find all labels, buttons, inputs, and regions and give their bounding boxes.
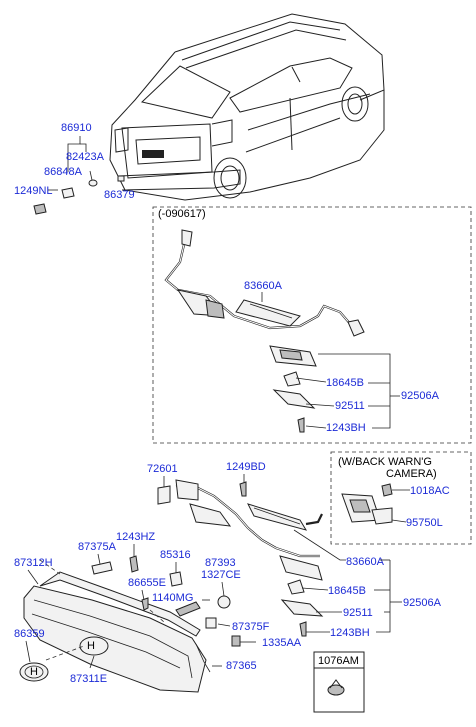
part-label-1140MG: 1140MG (152, 592, 193, 604)
part-label-92506A-bot: 92506A (403, 597, 442, 609)
part-label-1335AA: 1335AA (262, 637, 302, 649)
part-box-code: 1076AM (318, 655, 359, 667)
svg-text:H: H (87, 640, 95, 652)
connector-lower (175, 479, 199, 501)
part-label-92511-bot: 92511 (343, 607, 373, 619)
part-label-1018AC: 1018AC (410, 485, 450, 497)
part-label-18645B-bot: 18645B (328, 585, 366, 597)
grommet-82423A (88, 179, 98, 187)
clip-87375F (205, 617, 217, 629)
lens-92511-bot (280, 599, 324, 617)
variant-frame-top (152, 206, 472, 444)
bolt-1249NL (33, 203, 47, 215)
wiring-harness-top: 83660A (164, 229, 365, 433)
clip-85316 (169, 571, 183, 587)
screw-1018AC (381, 483, 393, 497)
part-label-95750L: 95750L (406, 517, 443, 529)
lamp-housing-right-bot (279, 555, 323, 581)
part-label-86359: 86359 (14, 628, 45, 640)
part-label-1249NL: 1249NL (14, 185, 53, 197)
part-label-18645B-top: 18645B (326, 377, 364, 389)
part-label-87375F: 87375F (232, 621, 270, 633)
lens-92511-top (272, 389, 316, 409)
camera-option-frame (330, 451, 472, 545)
part-label-83660A-top: 83660A (244, 280, 283, 292)
bulb-18645B-bot (287, 579, 305, 595)
part-label-1243BH-top: 1243BH (326, 422, 366, 434)
plug-1076AM (327, 684, 345, 696)
part-label-87365: 87365 (226, 660, 257, 672)
part-label-86379: 86379 (104, 189, 135, 201)
part-label-1327CE: 1327CE (201, 569, 241, 581)
part-label-87393: 87393 (205, 557, 236, 569)
svg-text:H: H (30, 666, 38, 678)
part-label-1243HZ: 1243HZ (116, 531, 155, 543)
connector-end-top (347, 319, 365, 337)
clip-86848A (61, 187, 75, 199)
bolt-1249BD (239, 481, 247, 497)
connector-top (181, 229, 193, 247)
bulb-18645B-top (283, 371, 301, 387)
part-box-1076AM: 1076AM (313, 651, 365, 713)
vehicle-illustration (109, 13, 385, 201)
part-label-1249BD: 1249BD (226, 461, 266, 473)
part-label-87375A: 87375A (78, 541, 117, 553)
part-label-85316: 85316 (160, 549, 191, 561)
clip-87375A (91, 561, 113, 575)
nut-1327CE (217, 595, 231, 609)
clip-1335AA (231, 635, 241, 647)
bolt-1140MG (175, 601, 201, 617)
screw-1243BH-bot (299, 621, 307, 637)
part-label-83660A-bot: 83660A (346, 556, 385, 568)
stud-86379 (117, 175, 125, 182)
part-label-86910: 86910 (61, 122, 92, 134)
part-label-87312H: 87312H (14, 557, 53, 569)
license-lamp-bracket-group: 86910 82423A 86848A 1249NL 86379 (14, 122, 135, 215)
part-label-72601: 72601 (147, 463, 178, 475)
tailgate-garnish-group: H H 87312H 86359 87311E 87375A 1243HZ 85… (14, 531, 302, 693)
emblem-86359 (19, 662, 49, 682)
part-label-86848A: 86848A (44, 166, 83, 178)
switch-83660A-top (235, 299, 301, 327)
part-label-86655E: 86655E (128, 577, 166, 589)
part-label-87311E: 87311E (70, 673, 107, 685)
part-label-1243BH-bot: 1243BH (330, 627, 370, 639)
part-label-92511-top: 92511 (335, 400, 365, 412)
part-label-82423A: 82423A (66, 151, 105, 163)
bracket-72601 (157, 485, 171, 505)
garnish-87311E (23, 585, 207, 693)
part-label-92506A-top: 92506A (401, 390, 440, 402)
screw-1243HZ (129, 555, 139, 573)
clip-86655E (141, 597, 149, 611)
lamp-housing-left-bot (189, 503, 232, 527)
camera-box-title-line2: CAMERA) (386, 468, 437, 480)
switch-83660A-bot (247, 503, 308, 531)
variant-note: (-090617) (158, 208, 206, 220)
molding-87312H (39, 571, 201, 637)
screw-1243BH-top (297, 417, 305, 433)
callouts-top: 18645B 92511 1243BH 92506A (295, 353, 440, 434)
lower-harness-group: 72601 1249BD 83660A 18645B 92511 1243BH … (147, 461, 442, 639)
camera-box-title-line1: (W/BACK WARN'G (338, 456, 432, 468)
back-warning-camera: 1018AC 95750L (341, 483, 450, 529)
